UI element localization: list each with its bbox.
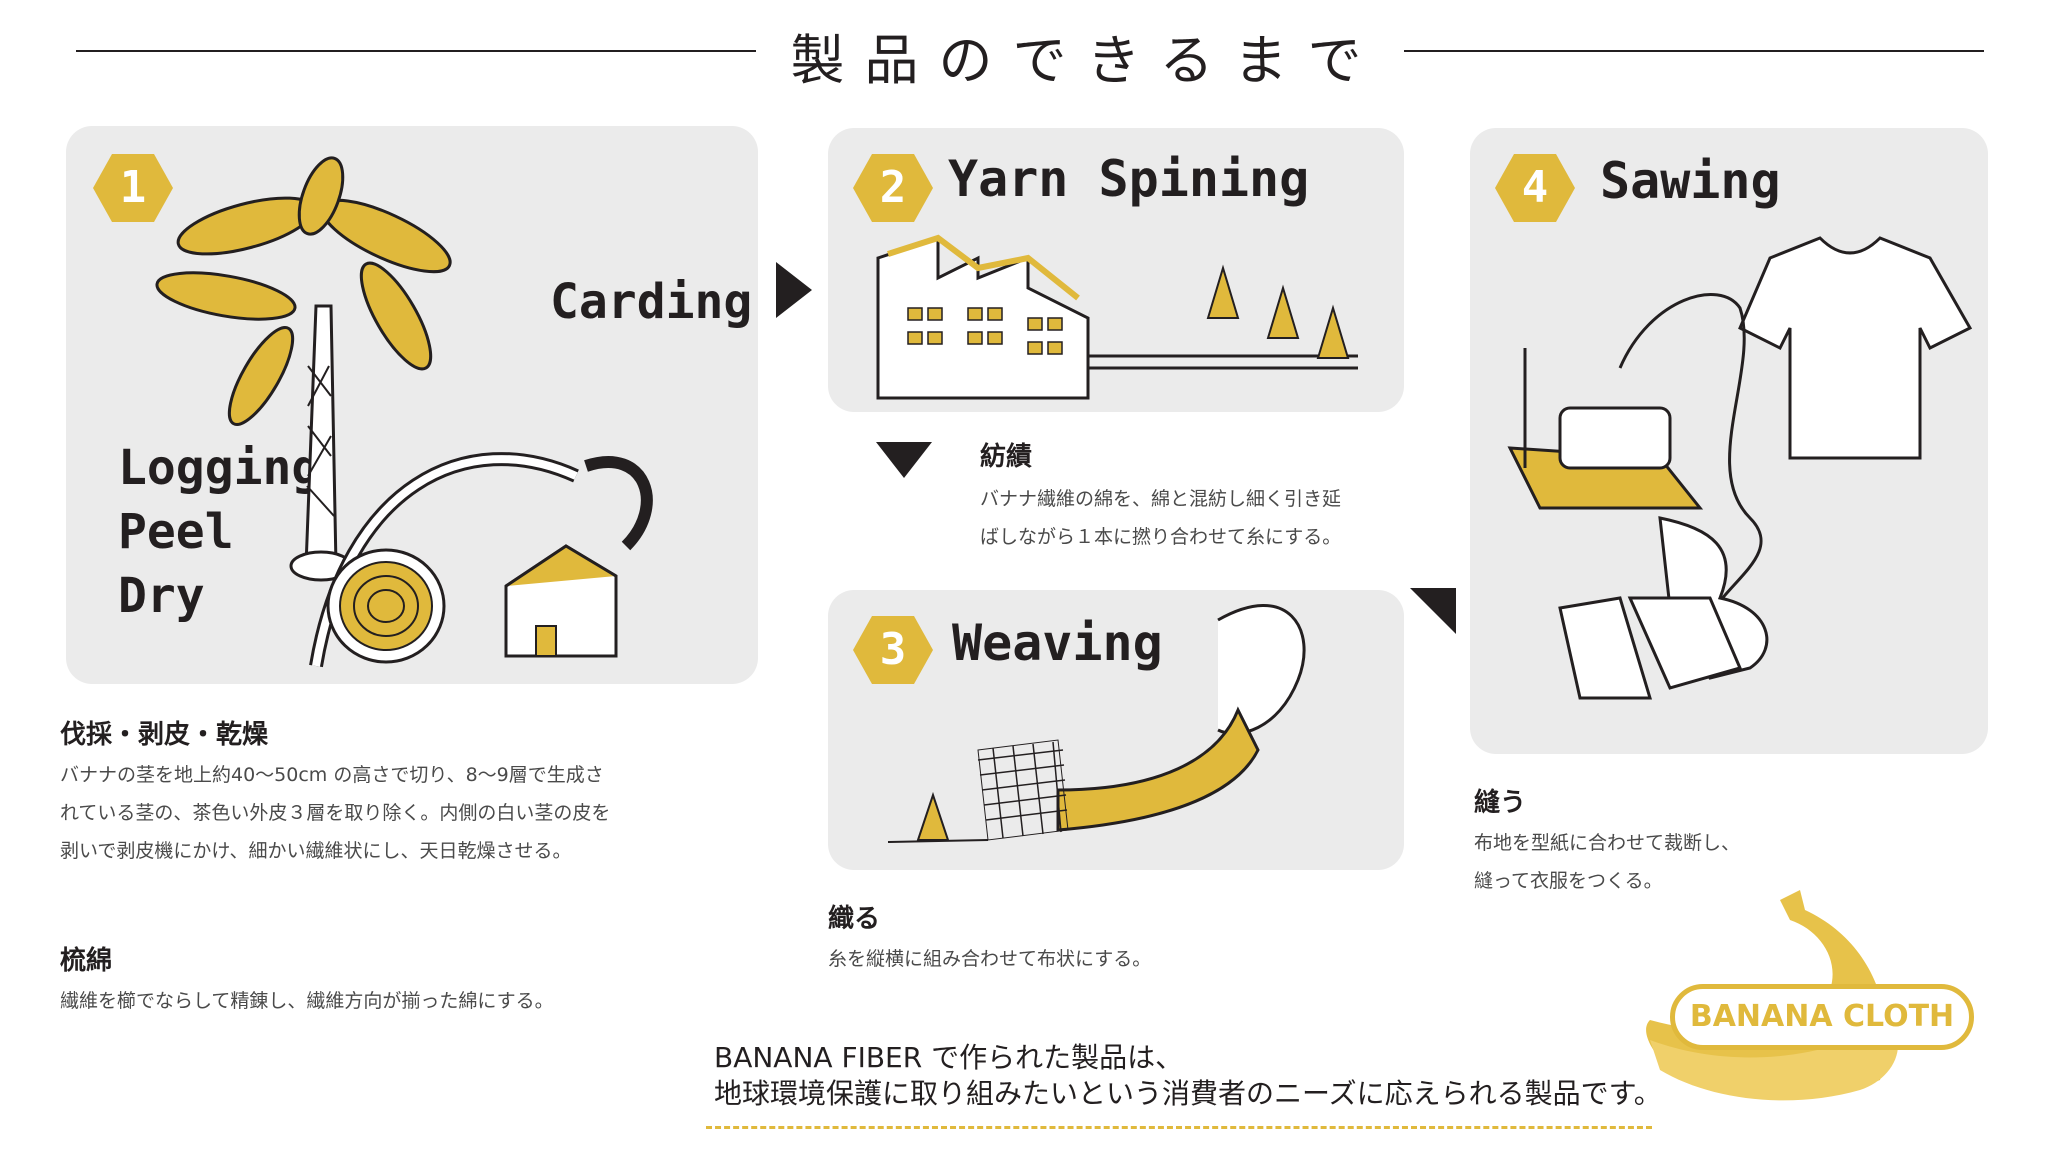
fiber-coil-illustration [309,452,653,668]
spinning-line-1: バナナ繊維の綿を、綿と混紡し細く引き延 [980,488,1342,510]
carding-description: 繊維を櫛でならして精錬し、繊維方向が揃った綿にする。 [60,982,554,1020]
hexagon-icon [1495,154,1575,222]
label-carding: Carding [550,274,753,330]
logging-line-2: れている茎の、茶色い外皮３層を取り除く。内側の白い茎の皮を [60,802,611,824]
title-rule-left [76,50,756,52]
step-3-number: 3 [879,624,907,675]
step-4-badge: 4 [1494,152,1576,224]
footer-line-1: BANANA FIBER で作られた製品は、 [714,1041,1184,1074]
spinning-description: バナナ繊維の綿を、綿と混紡し細く引き延 ばしながら１本に撚り合わせて糸にする。 [980,480,1341,556]
banana-tree-illustration [155,156,452,582]
sewing-heading: 縫う [1474,788,1527,818]
logging-heading: 伐採・剥皮・乾燥 [60,720,269,750]
hexagon-icon [853,616,933,684]
sewing-line-2: 縫って衣服をつくる。 [1474,870,1663,892]
sewing-description: 布地を型紙に合わせて裁断し、 縫って衣服をつくる。 [1474,824,1740,900]
step-1-badge: 1 [92,152,174,224]
step-4-number: 4 [1521,162,1549,213]
step-3-title: Weaving [952,614,1163,672]
hexagon-icon [93,154,173,222]
label-logging: Logging [118,440,321,496]
logging-description: バナナの茎を地上約40〜50cm の高さで切り、8〜9層で生成さ れている茎の、… [60,756,610,870]
step-1-number: 1 [119,162,147,213]
arrow-right-icon [776,262,812,318]
title-row: 製品のできるまで [0,0,2048,110]
footer-line-2: 地球環境保護に取り組みたいという消費者のニーズに応えられる製品です。 [714,1077,1662,1110]
sewing-line-1: 布地を型紙に合わせて裁断し、 [1474,832,1741,854]
banana-cloth-badge: BANANA CLOTH [1670,984,1974,1050]
sewing-illustration [1507,236,1973,700]
hexagon-icon [853,154,933,222]
spinning-heading: 紡績 [980,442,1033,472]
step-1-labels: Logging Peel Dry [118,436,320,628]
arrow-down-icon [876,442,932,478]
carding-heading: 梳綿 [60,946,113,976]
step-3-badge: 3 [852,614,934,686]
weaving-line-1: 糸を縦横に組み合わせて布状にする。 [828,948,1152,970]
arrow-down-left-icon [1410,588,1456,634]
page-title: 製品のできるまで [790,29,1382,92]
step-2-badge: 2 [852,152,934,224]
step-2-title: Yarn Spining [948,150,1310,208]
weaving-illustration [887,604,1306,843]
footer-dotted-rule [706,1126,1652,1129]
step-1-panel: 1 Logging Peel Dry Carding [66,126,758,684]
weaving-description: 糸を縦横に組み合わせて布状にする。 [828,940,1151,978]
weaving-heading: 織る [828,904,881,934]
step-3-panel: 3 Weaving [828,590,1404,870]
label-dry: Dry [118,568,205,624]
title-rule-right [1404,50,1984,52]
spinning-line-2: ばしながら１本に撚り合わせて糸にする。 [980,526,1342,548]
step-4-panel: 4 Sawing [1470,128,1988,754]
step-2-panel: 2 Yarn Spining [828,128,1404,412]
label-peel: Peel [118,504,234,560]
step-4-title: Sawing [1600,152,1781,210]
carding-line-1: 繊維を櫛でならして精錬し、繊維方向が揃った綿にする。 [60,990,554,1012]
step-2-number: 2 [879,162,907,213]
factory-illustration [876,234,1358,400]
logging-line-1: バナナの茎を地上約40〜50cm の高さで切り、8〜9層で生成さ [60,764,604,786]
footer-summary: BANANA FIBER で作られた製品は、 地球環境保護に取り組みたいという消… [714,1040,1662,1112]
logging-line-3: 剥いで剥皮機にかけ、細かい繊維状にし、天日乾燥させる。 [60,840,572,862]
